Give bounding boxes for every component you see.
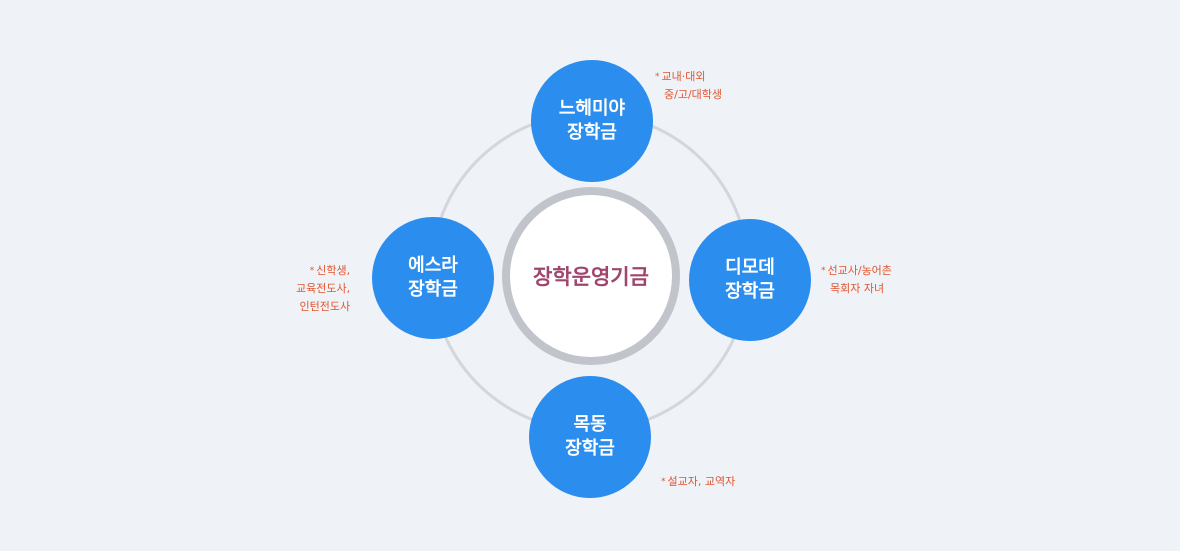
note-mokdong-eligibility: *설교자, 교역자 <box>661 473 735 491</box>
node-subtitle: 장학금 <box>567 122 617 143</box>
note-line: 목회자 자녀 <box>821 280 892 298</box>
note-text: 선교사/농어촌 <box>827 264 892 277</box>
scholarship-node-timothy: 디모데 장학금 <box>689 219 811 341</box>
note-text: 중/고/대학생 <box>664 88 723 101</box>
note-text: 교내·대외 <box>661 70 706 83</box>
note-line: *설교자, 교역자 <box>661 473 735 491</box>
note-line: 교육전도사, <box>296 280 350 298</box>
node-title: 에스라 <box>408 255 458 276</box>
note-text: 인턴전도사 <box>299 300 351 313</box>
scholarship-node-nehemiah: 느헤미야 장학금 <box>531 60 653 182</box>
note-line: 중/고/대학생 <box>655 86 722 104</box>
asterisk-icon: * <box>655 72 660 82</box>
center-circle: 장학운영기금 <box>502 187 680 365</box>
note-text: 신학생, <box>316 264 351 277</box>
asterisk-icon: * <box>309 266 315 276</box>
node-subtitle: 장학금 <box>408 279 458 300</box>
note-text: 교육전도사, <box>296 282 351 295</box>
note-timothy-eligibility: *선교사/농어촌 목회자 자녀 <box>821 262 892 298</box>
note-text: 설교자, 교역자 <box>667 475 736 488</box>
note-line: *신학생, <box>296 262 350 280</box>
note-text: 목회자 자녀 <box>830 282 885 295</box>
note-nehemiah-eligibility: *교내·대외 중/고/대학생 <box>655 68 722 104</box>
asterisk-icon: * <box>821 266 826 276</box>
node-title: 디모데 <box>725 257 775 278</box>
node-subtitle: 장학금 <box>725 281 775 302</box>
note-line: *교내·대외 <box>655 68 722 86</box>
note-line: 인턴전도사 <box>296 298 351 316</box>
node-title: 느헤미야 <box>558 98 626 119</box>
scholarship-node-ezra: 에스라 장학금 <box>372 217 494 339</box>
asterisk-icon: * <box>661 477 666 487</box>
note-ezra-eligibility: *신학생, 교육전도사, 인턴전도사 <box>296 262 350 316</box>
note-line: *선교사/농어촌 <box>821 262 892 280</box>
center-label: 장학운영기금 <box>533 265 649 289</box>
node-title: 목동 <box>573 414 607 435</box>
scholarship-node-mokdong: 목동 장학금 <box>529 376 651 498</box>
node-subtitle: 장학금 <box>565 438 615 459</box>
